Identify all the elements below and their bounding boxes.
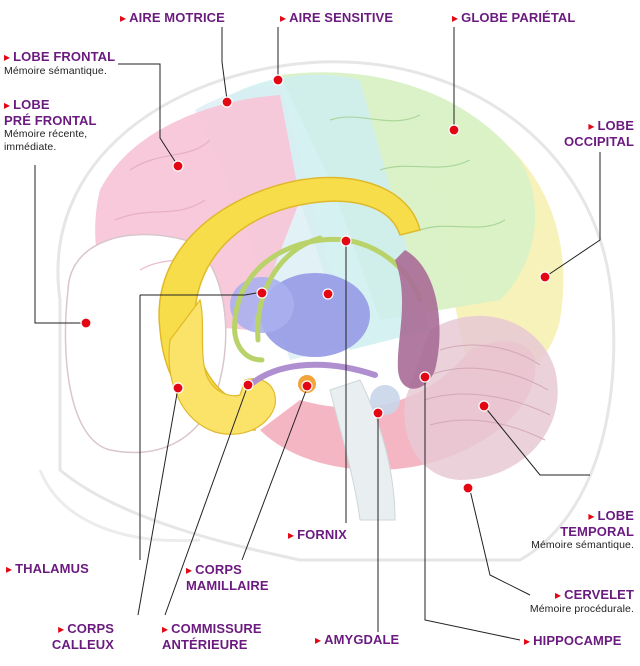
lobe-frontal-subtitle: Mémoire sémantique. bbox=[4, 65, 107, 77]
label-corps-calleux: CORPS CALLEUX bbox=[36, 621, 114, 652]
corps-mamillaire-title: CORPS MAMILLAIRE bbox=[186, 562, 269, 593]
label-cervelet: CERVELET Mémoire procédurale. bbox=[530, 587, 634, 616]
cerebellum-folia bbox=[424, 344, 551, 441]
label-commissure-anterieure: COMMISSURE ANTÉRIEURE bbox=[162, 621, 262, 652]
label-lobe-frontal: LOBE FRONTAL Mémoire sémantique. bbox=[4, 49, 115, 78]
label-aire-sensitive: AIRE SENSITIVE bbox=[280, 10, 393, 26]
aire-sensitive-title: AIRE SENSITIVE bbox=[280, 10, 393, 26]
commissure-anterieure-title: COMMISSURE ANTÉRIEURE bbox=[162, 621, 262, 652]
label-globe-parietal: GLOBE PARIÉTAL bbox=[452, 10, 575, 26]
skull-outline bbox=[56, 60, 616, 562]
fornix-title: FORNIX bbox=[288, 527, 347, 543]
thalamus-title: THALAMUS bbox=[6, 561, 89, 577]
label-corps-mamillaire: CORPS MAMILLAIRE bbox=[186, 562, 269, 593]
hippocampus bbox=[395, 250, 440, 389]
cervelet-title: CERVELET bbox=[530, 587, 634, 603]
anterior-commissure-shape bbox=[247, 361, 378, 388]
label-thalamus: THALAMUS bbox=[6, 561, 89, 577]
label-lobe-temporal: LOBE TEMPORAL Mémoire sémantique. bbox=[531, 508, 634, 552]
hippocampe-title: HIPPOCAMPE bbox=[524, 633, 622, 649]
lobe-occipital-title: LOBE OCCIPITAL bbox=[564, 118, 634, 149]
lobe-prefrontal-title: LOBE PRÉ FRONTAL bbox=[4, 97, 97, 128]
globe-parietal-title: GLOBE PARIÉTAL bbox=[452, 10, 575, 26]
cervelet-subtitle: Mémoire procédurale. bbox=[529, 603, 634, 615]
aire-motrice-title: AIRE MOTRICE bbox=[120, 10, 225, 26]
label-fornix: FORNIX bbox=[288, 527, 347, 543]
corps-calleux-title: CORPS CALLEUX bbox=[36, 621, 114, 652]
leader-lines bbox=[34, 27, 601, 641]
amygdale-title: AMYGDALE bbox=[315, 632, 399, 648]
label-lobe-occipital: LOBE OCCIPITAL bbox=[564, 118, 634, 149]
label-aire-motrice: AIRE MOTRICE bbox=[120, 10, 225, 26]
lobe-frontal-title: LOBE FRONTAL bbox=[4, 49, 115, 65]
lobe-temporal-subtitle: Mémoire sémantique. bbox=[531, 539, 634, 551]
jaw-outline bbox=[38, 469, 201, 543]
label-hippocampe: HIPPOCAMPE bbox=[524, 633, 622, 649]
corpus-callosum-lower bbox=[168, 298, 276, 435]
lobe-temporal-title: LOBE TEMPORAL bbox=[531, 508, 634, 539]
label-amygdale: AMYGDALE bbox=[315, 632, 399, 648]
label-lobe-prefrontal: LOBE PRÉ FRONTAL Mémoire récente, immédi… bbox=[4, 97, 97, 154]
cerebellum bbox=[404, 315, 558, 480]
markers bbox=[80, 74, 551, 494]
lobe-prefrontal-subtitle: Mémoire récente, immédiate. bbox=[4, 128, 88, 153]
